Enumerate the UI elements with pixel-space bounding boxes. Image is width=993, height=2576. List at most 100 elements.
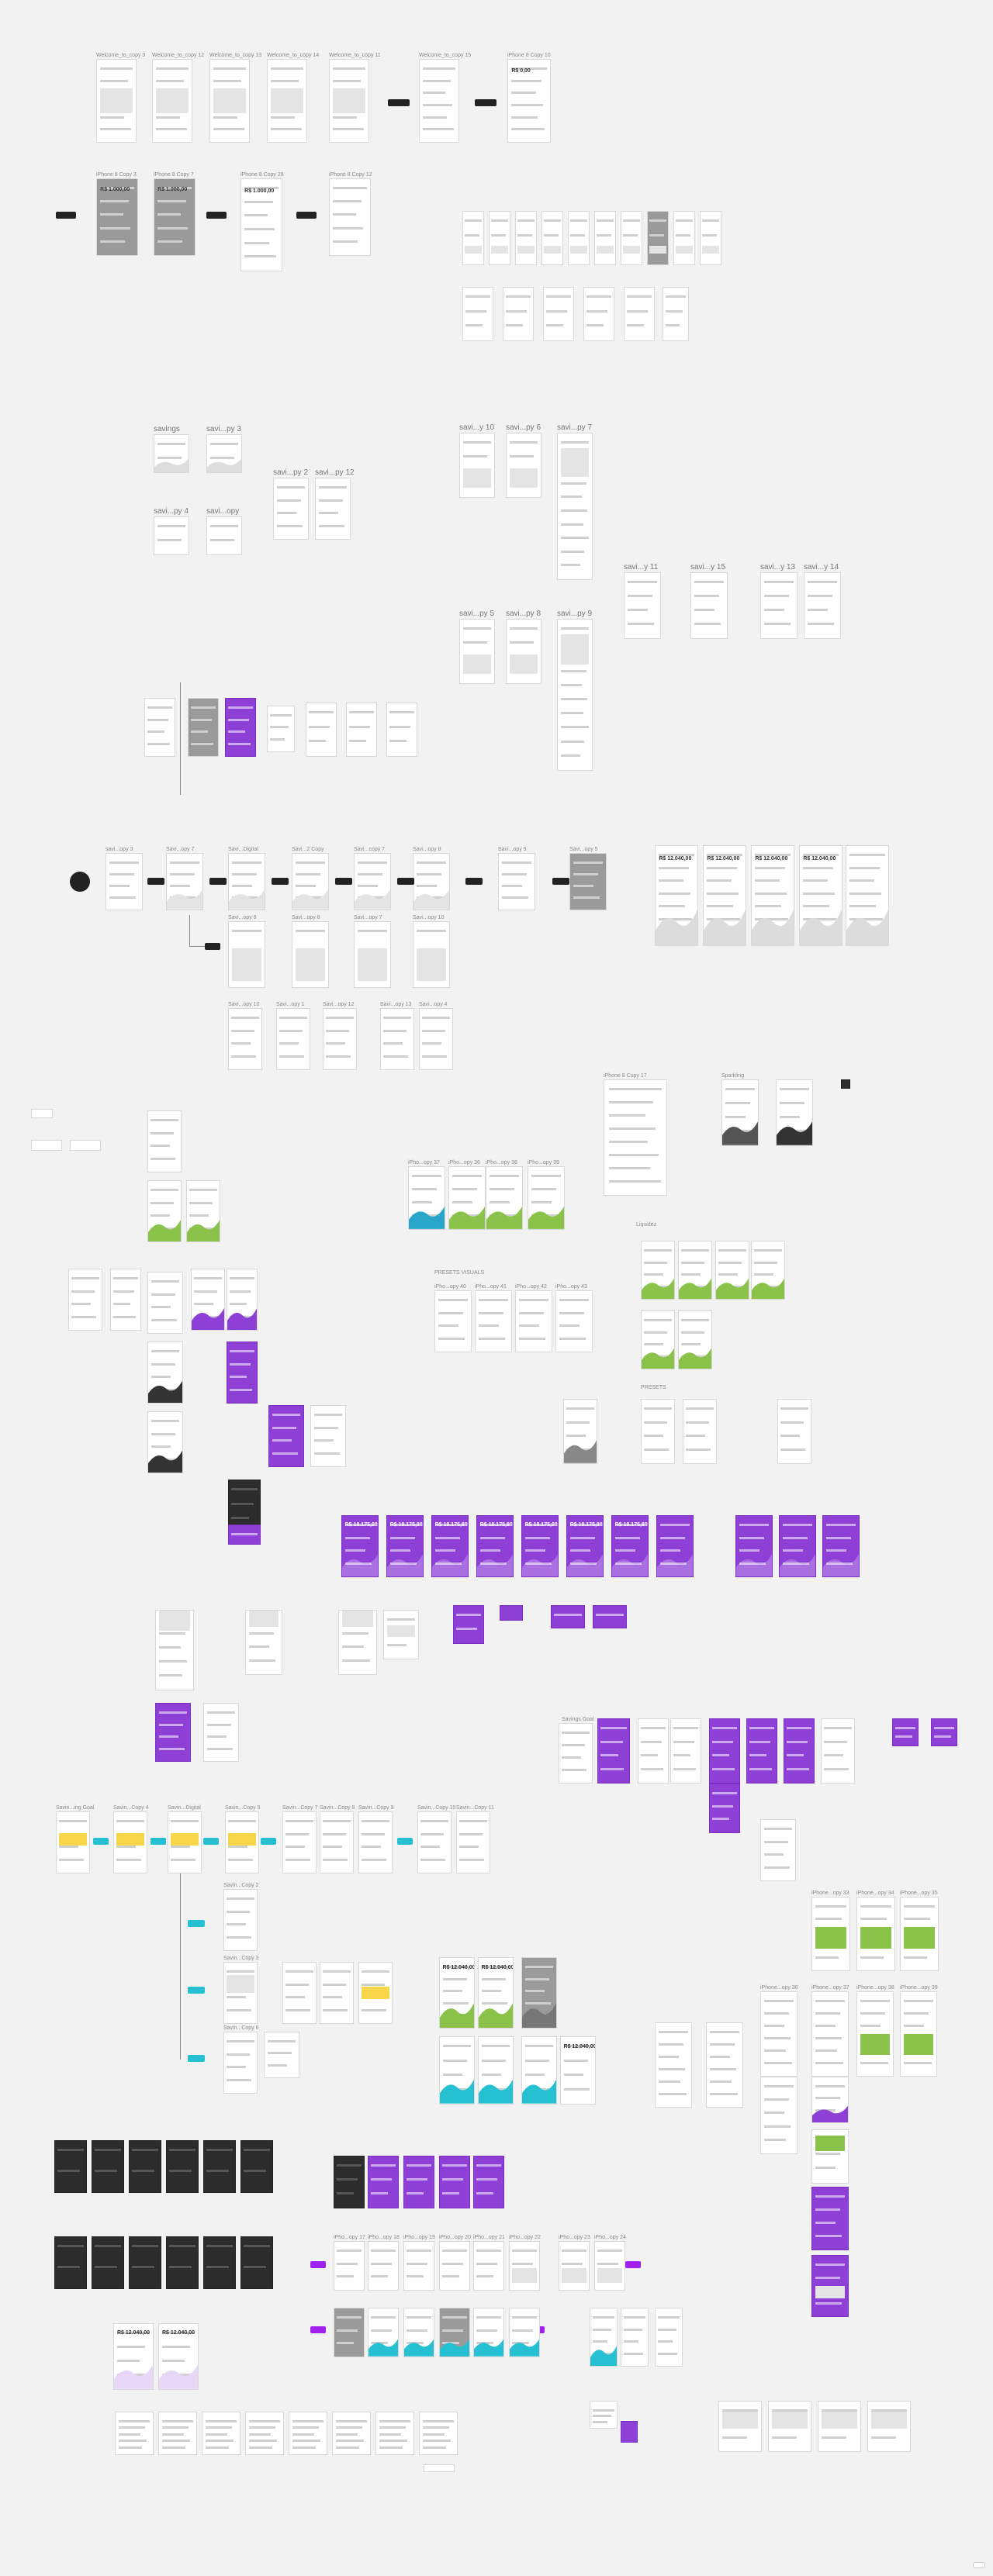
- savings-goal-screen[interactable]: [456, 1811, 490, 1873]
- savings-flow-screen[interactable]: [228, 853, 265, 910]
- onboarding-screen[interactable]: [670, 1718, 701, 1784]
- savings-goal-screen[interactable]: [320, 1962, 354, 2024]
- flow-connector[interactable]: [625, 2261, 641, 2268]
- savi-screen-long[interactable]: [557, 433, 593, 580]
- hero-screen[interactable]: [656, 1515, 694, 1577]
- iphone-screen[interactable]: R$ 1.000,00: [96, 178, 138, 256]
- savings-goal-screen[interactable]: [113, 1811, 147, 1873]
- hero-screen[interactable]: [779, 1515, 816, 1577]
- preset-screen[interactable]: [515, 1290, 552, 1352]
- hero-screen[interactable]: R$ 18.175,88: [341, 1515, 379, 1577]
- savi-screen[interactable]: [459, 619, 495, 684]
- savings-screen[interactable]: [206, 516, 242, 555]
- photo-card[interactable]: [54, 2236, 87, 2289]
- flow-connector[interactable]: [465, 878, 483, 885]
- savings-goal-screen[interactable]: [223, 1889, 258, 1951]
- onboarding-screen[interactable]: [638, 1718, 669, 1784]
- flow-screen[interactable]: [334, 2241, 365, 2291]
- onboarding-screen[interactable]: [931, 1718, 957, 1746]
- liquidity-screen[interactable]: [641, 1241, 675, 1300]
- flow-screen[interactable]: [368, 2241, 399, 2291]
- wireframe[interactable]: [306, 703, 337, 757]
- icon-tile[interactable]: [841, 1079, 850, 1089]
- hero-screen[interactable]: R$ 18.175,88: [566, 1515, 604, 1577]
- photo-card[interactable]: [203, 2236, 236, 2289]
- mini-screen[interactable]: [624, 287, 655, 341]
- savi-screen[interactable]: [690, 572, 728, 639]
- flow-connector[interactable]: [552, 878, 569, 885]
- savings-flow-screen[interactable]: [569, 853, 607, 910]
- hero-screen[interactable]: [735, 1515, 773, 1577]
- flow-screen[interactable]: [439, 2241, 470, 2291]
- onboarding-screen[interactable]: [821, 1718, 855, 1784]
- wireframe[interactable]: [188, 698, 219, 757]
- balance-chart-screen[interactable]: [478, 2036, 514, 2105]
- photo-card[interactable]: [129, 2140, 161, 2193]
- mini-screen[interactable]: [673, 211, 695, 265]
- flow-connector[interactable]: [310, 2261, 326, 2268]
- savi-screen[interactable]: [506, 619, 541, 684]
- flow-connector[interactable]: [272, 878, 289, 885]
- flow-screen[interactable]: [655, 2308, 683, 2367]
- hero-screen[interactable]: R$ 18.175,88: [521, 1515, 559, 1577]
- savings-goal-screen[interactable]: [282, 1811, 317, 1873]
- chip[interactable]: [31, 1109, 53, 1118]
- preset-screen[interactable]: [683, 1399, 717, 1464]
- balance-chart-screen[interactable]: R$ 12.040,00: [560, 2036, 596, 2105]
- savings-goal-screen[interactable]: [168, 1811, 202, 1873]
- liquidity-screen[interactable]: [715, 1241, 749, 1300]
- savings-flow-screen[interactable]: [354, 853, 391, 910]
- table-screen[interactable]: [202, 2412, 240, 2455]
- iphone-screen[interactable]: [329, 178, 371, 256]
- iphone-screen[interactable]: [900, 1991, 937, 2077]
- illustration-card[interactable]: [818, 2401, 861, 2452]
- start-node[interactable]: [70, 872, 90, 892]
- photo-card[interactable]: [203, 2140, 236, 2193]
- savi-screen[interactable]: [624, 572, 661, 639]
- mini-screen[interactable]: [515, 211, 537, 265]
- investment-screen[interactable]: [227, 1269, 258, 1331]
- iphone-screen[interactable]: [706, 2022, 743, 2108]
- illustration-card[interactable]: [867, 2401, 911, 2452]
- savings-goal-screen[interactable]: [223, 2032, 258, 2094]
- mini-screen[interactable]: [663, 287, 689, 341]
- tile[interactable]: [551, 1605, 585, 1628]
- mini-screen[interactable]: [541, 211, 563, 265]
- wireframe[interactable]: [225, 698, 256, 757]
- flow-screen[interactable]: [621, 2308, 649, 2367]
- savings-flow-screen[interactable]: [106, 853, 143, 910]
- flow-screen[interactable]: [594, 2241, 625, 2291]
- investment-screen[interactable]: [147, 1342, 183, 1404]
- photo-card[interactable]: [166, 2140, 199, 2193]
- tile[interactable]: [453, 1605, 484, 1644]
- tile[interactable]: [500, 1605, 523, 1621]
- savings-screen[interactable]: [315, 478, 351, 540]
- investment-screen[interactable]: [448, 1166, 486, 1230]
- flow-connector[interactable]: [203, 1838, 219, 1845]
- savings-screen[interactable]: [206, 434, 242, 473]
- balance-screen[interactable]: R$ 0,00: [507, 59, 551, 143]
- hero-screen[interactable]: R$ 18.175,88: [476, 1515, 514, 1577]
- flow-connector[interactable]: [397, 878, 414, 885]
- savings-goal-screen[interactable]: [223, 1962, 258, 2024]
- flow-connector[interactable]: [188, 2055, 205, 2062]
- mini-screen[interactable]: [621, 211, 642, 265]
- savings-goal-screen[interactable]: [56, 1811, 90, 1873]
- onboarding-screen[interactable]: [597, 1718, 630, 1784]
- mini-screen[interactable]: [462, 287, 493, 341]
- mini-screen[interactable]: [583, 287, 614, 341]
- table-screen[interactable]: [419, 2412, 458, 2455]
- onboarding-screen[interactable]: [203, 1703, 239, 1762]
- investment-screen[interactable]: [147, 1272, 183, 1334]
- welcome-screen[interactable]: [267, 59, 307, 143]
- mini-screen[interactable]: [594, 211, 616, 265]
- savi-screen[interactable]: [760, 572, 798, 639]
- keypad-screen[interactable]: [413, 921, 450, 988]
- welcome-screen[interactable]: [152, 59, 192, 143]
- investment-screen[interactable]: [147, 1110, 182, 1172]
- preset-screen[interactable]: [777, 1399, 811, 1464]
- table-screen[interactable]: [375, 2412, 414, 2455]
- flow-connector[interactable]: [388, 99, 410, 106]
- iphone-screen[interactable]: [760, 2077, 798, 2154]
- savi-screen[interactable]: [459, 433, 495, 498]
